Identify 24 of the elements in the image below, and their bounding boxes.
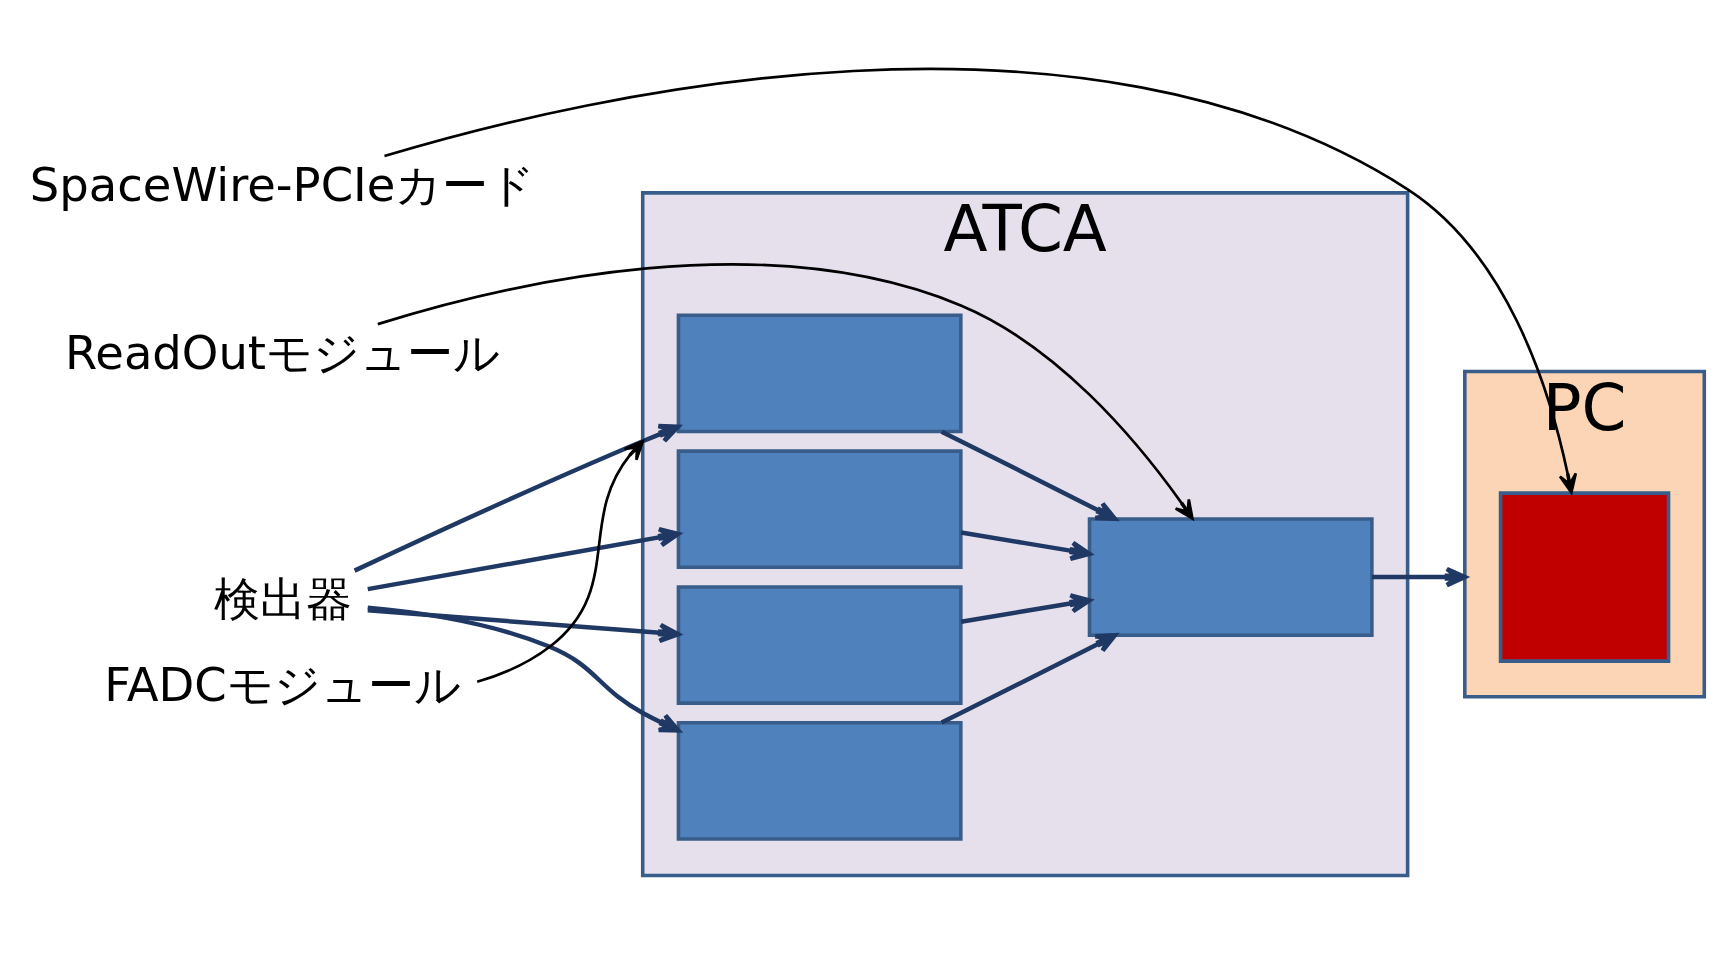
arrow bbox=[476, 439, 645, 683]
arrow bbox=[940, 632, 1118, 724]
cluster: ATCA bbox=[640, 190, 1410, 877]
arrow bbox=[384, 67, 1578, 494]
cluster: PC bbox=[1463, 369, 1707, 699]
arrow bbox=[367, 526, 681, 591]
arrow bbox=[353, 423, 681, 573]
arrow bbox=[940, 429, 1118, 521]
arrow bbox=[367, 604, 681, 733]
node-text: FADCモジュール bbox=[104, 657, 461, 712]
node-box bbox=[676, 313, 963, 433]
arrow bbox=[377, 262, 1194, 520]
node-box bbox=[1087, 516, 1374, 637]
node-box bbox=[1498, 490, 1671, 663]
node-box bbox=[676, 584, 963, 705]
arrow bbox=[960, 529, 1092, 561]
node-text: SpaceWire-PCIeカード bbox=[29, 157, 536, 212]
node-box bbox=[676, 448, 963, 569]
arrow bbox=[1371, 566, 1468, 587]
node-text: 検出器 bbox=[213, 571, 352, 626]
arrow bbox=[367, 607, 681, 643]
node-box bbox=[676, 720, 963, 841]
arrow bbox=[960, 592, 1092, 624]
node-text: ReadOutモジュール bbox=[65, 325, 501, 380]
